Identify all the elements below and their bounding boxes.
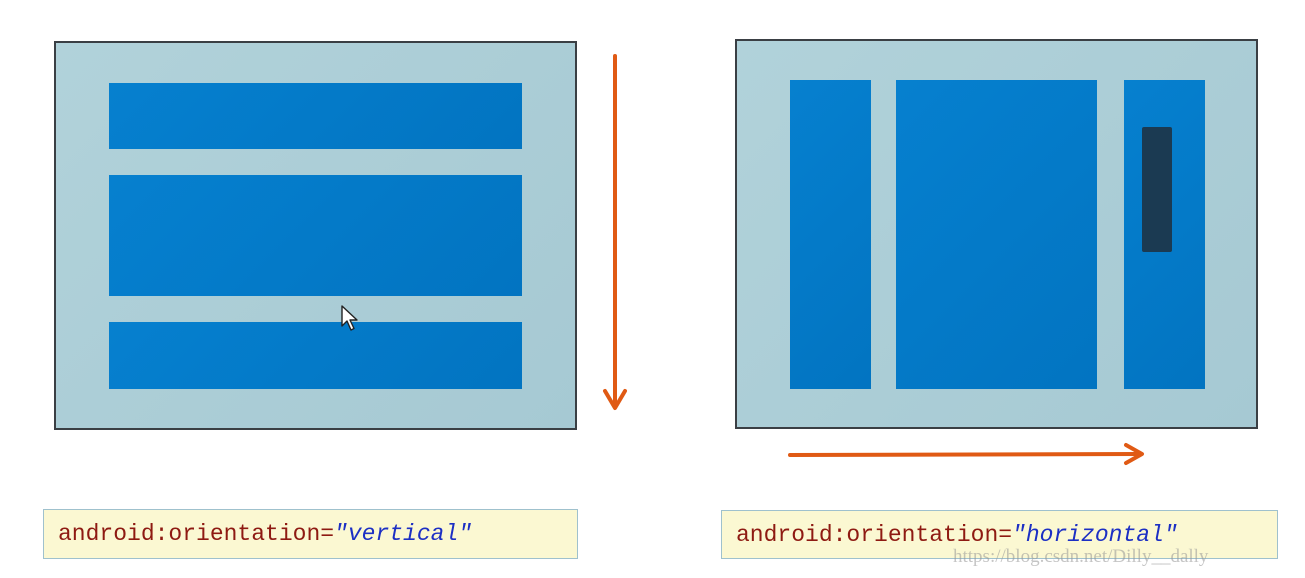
- vertical-layout-frame: [54, 41, 577, 430]
- mouse-cursor-icon: [341, 305, 358, 331]
- vertical-child-1: [109, 83, 522, 149]
- vertical-child-3: [109, 322, 522, 389]
- horizontal-layout-frame: [735, 39, 1258, 429]
- code-value: "horizontal": [1012, 522, 1178, 548]
- vertical-child-2: [109, 175, 522, 296]
- code-value: "vertical": [334, 521, 473, 547]
- arrow-right-icon: [788, 443, 1144, 465]
- arrow-down-icon: [603, 54, 627, 410]
- horizontal-child-1: [790, 80, 871, 389]
- horizontal-child-3: [1124, 80, 1205, 389]
- watermark: https://blog.csdn.net/Dilly__dally: [953, 546, 1209, 567]
- code-attribute: android:orientation=: [736, 522, 1013, 548]
- code-label-vertical: android:orientation="vertical": [43, 509, 578, 559]
- scrollbar-thumb[interactable]: [1142, 127, 1172, 252]
- code-attribute: android:orientation=: [58, 521, 335, 547]
- horizontal-child-2: [896, 80, 1097, 389]
- code-label-horizontal: android:orientation="horizontal": [721, 510, 1278, 559]
